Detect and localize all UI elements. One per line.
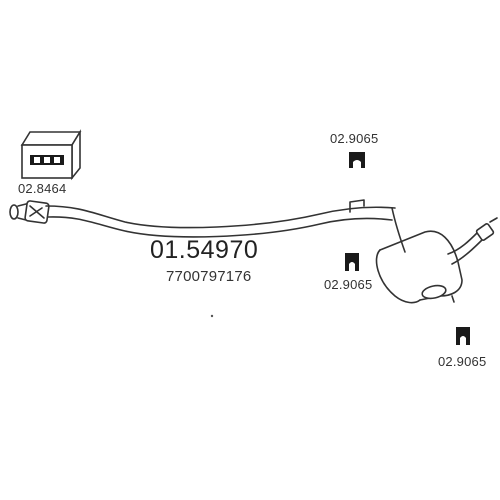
clamp-kit-code: 02.8464 [18,181,67,196]
clamp-kit-box-icon [20,129,82,181]
rubber-mount-top-code: 02.9065 [330,131,379,146]
rubber-mount-icon [456,327,470,345]
front-flange-icon [9,200,50,224]
main-pipe [45,199,396,238]
oem-part-number: 7700797176 [166,268,252,285]
main-part-number: 01.54970 [150,236,259,264]
rubber-mount-icon [345,253,359,271]
rubber-mount-icon [349,152,365,168]
rubber-mount-middle-code: 02.9065 [324,277,373,292]
stray-dot [210,314,214,318]
rubber-mount-right-code: 02.9065 [438,354,487,369]
rear-silencer [375,207,498,304]
